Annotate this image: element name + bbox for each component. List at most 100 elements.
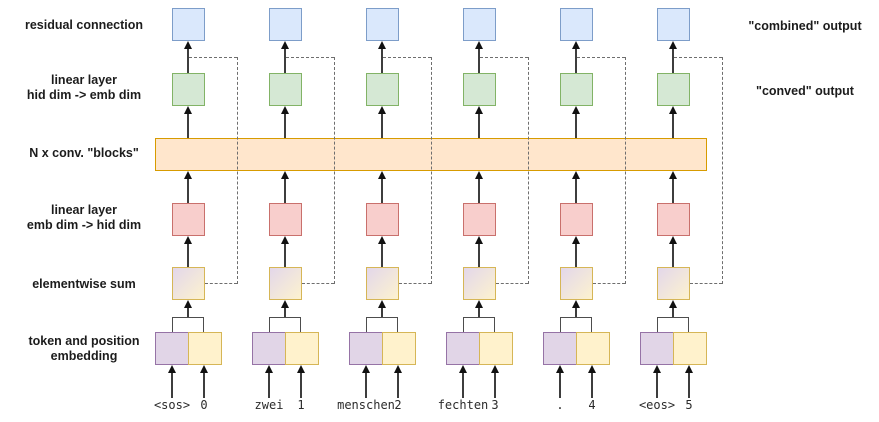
arrow-up-icon	[279, 41, 291, 73]
combined-output-box	[365, 8, 399, 41]
merge-bracket	[463, 317, 495, 332]
label-residual-connection: residual connection	[24, 18, 144, 32]
sequence-column: menschen 2	[332, 0, 432, 422]
arrow-up-icon	[489, 365, 501, 398]
position-embedding-box	[381, 332, 416, 365]
arrow-up-icon	[376, 300, 388, 317]
position-embedding-box	[478, 332, 513, 365]
token-embedding-box	[639, 332, 674, 365]
arrow-up-icon	[473, 300, 485, 317]
label-elementwise-sum: elementwise sum	[32, 277, 136, 291]
combined-output-box	[462, 8, 496, 41]
conved-output-box	[171, 73, 205, 106]
label-line: emb dim -> hid dim	[26, 218, 142, 232]
combined-output-box	[171, 8, 205, 41]
label-line: linear layer	[50, 73, 117, 87]
arrow-up-icon	[392, 365, 404, 398]
elementwise-sum-box	[559, 267, 593, 300]
merge-bracket	[657, 317, 689, 332]
arrow-up-icon	[473, 41, 485, 73]
arrow-up-icon	[279, 236, 291, 267]
token-embedding-box	[348, 332, 383, 365]
residual-dashed-line	[237, 57, 238, 284]
token-label: <eos>	[638, 398, 676, 412]
position-embedding-box	[575, 332, 610, 365]
arrow-up-icon	[263, 365, 275, 398]
token-embedding-box	[251, 332, 286, 365]
arrow-up-icon	[473, 171, 485, 203]
token-label: menschen	[337, 398, 395, 412]
arrow-up-icon	[182, 236, 194, 267]
sequence-column: fechten 3	[429, 0, 529, 422]
position-embedding-box	[672, 332, 707, 365]
token-label: zwei	[254, 398, 284, 412]
position-label: 0	[200, 398, 208, 412]
residual-dashed-line	[302, 283, 334, 284]
arrow-up-icon	[198, 365, 210, 398]
sequence-column: zwei 1	[235, 0, 335, 422]
arrow-up-icon	[554, 365, 566, 398]
arrow-up-icon	[570, 171, 582, 203]
position-embedding-box	[187, 332, 222, 365]
arrow-up-icon	[182, 106, 194, 138]
arrow-up-icon	[376, 171, 388, 203]
arrow-up-icon	[279, 106, 291, 138]
residual-dashed-line	[674, 57, 722, 58]
elementwise-sum-box	[365, 267, 399, 300]
arrow-up-icon	[667, 106, 679, 138]
conved-output-box	[365, 73, 399, 106]
combined-output-box	[268, 8, 302, 41]
linear-emb-to-hid-box	[656, 203, 690, 236]
arrow-up-icon	[570, 106, 582, 138]
residual-dashed-line	[496, 283, 528, 284]
residual-dashed-line	[431, 57, 432, 284]
residual-dashed-line	[625, 57, 626, 284]
conved-output-box	[559, 73, 593, 106]
position-embedding-box	[284, 332, 319, 365]
position-label: 2	[394, 398, 402, 412]
elementwise-sum-box	[268, 267, 302, 300]
residual-dashed-line	[286, 57, 334, 58]
conved-output-box	[268, 73, 302, 106]
arrow-up-icon	[473, 106, 485, 138]
arrow-up-icon	[667, 41, 679, 73]
arrow-up-icon	[376, 106, 388, 138]
arrow-up-icon	[182, 41, 194, 73]
combined-output-box	[656, 8, 690, 41]
arrow-up-icon	[651, 365, 663, 398]
arrow-up-icon	[667, 236, 679, 267]
label-line: embedding	[50, 349, 118, 363]
linear-emb-to-hid-box	[171, 203, 205, 236]
arrow-up-icon	[473, 236, 485, 267]
residual-dashed-line	[383, 57, 431, 58]
arrow-up-icon	[570, 41, 582, 73]
position-label: 5	[685, 398, 693, 412]
elementwise-sum-box	[656, 267, 690, 300]
linear-emb-to-hid-box	[462, 203, 496, 236]
arrow-up-icon	[360, 365, 372, 398]
arrow-up-icon	[376, 41, 388, 73]
arrow-up-icon	[667, 171, 679, 203]
residual-dashed-line	[334, 57, 335, 284]
residual-dashed-line	[690, 283, 722, 284]
label-linear-emb-to-hid: linear layer emb dim -> hid dim	[8, 203, 160, 233]
label-conv-blocks: N x conv. "blocks"	[29, 146, 139, 160]
sequence-column: <eos> 5	[623, 0, 723, 422]
label-conved-output: "conved" output	[756, 84, 854, 98]
residual-dashed-line	[205, 283, 237, 284]
residual-dashed-line	[399, 283, 431, 284]
arrow-up-icon	[182, 171, 194, 203]
token-embedding-box	[542, 332, 577, 365]
residual-dashed-line	[722, 57, 723, 284]
sequence-column: . 4	[526, 0, 626, 422]
arrow-up-icon	[295, 365, 307, 398]
merge-bracket	[366, 317, 398, 332]
merge-bracket	[172, 317, 204, 332]
label-token-position-embedding: token and position embedding	[8, 334, 160, 364]
token-label: <sos>	[153, 398, 191, 412]
arrow-up-icon	[182, 300, 194, 317]
elementwise-sum-box	[462, 267, 496, 300]
label-combined-output: "combined" output	[748, 19, 862, 33]
residual-dashed-line	[189, 57, 237, 58]
